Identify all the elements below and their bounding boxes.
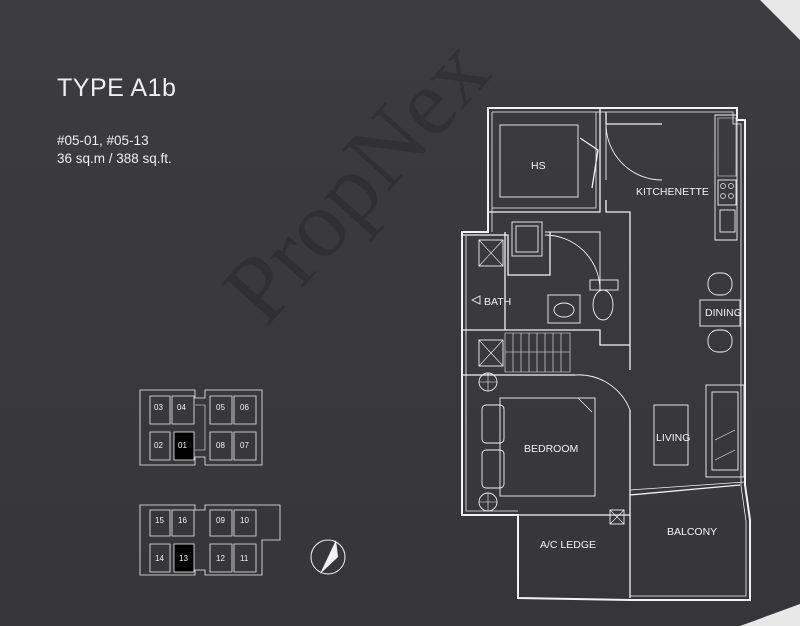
key-unit-09: 09 <box>216 516 225 525</box>
label-hs: HS <box>531 160 546 172</box>
key-unit-06: 06 <box>240 403 249 412</box>
label-bedroom: BEDROOM <box>524 443 578 455</box>
key-unit-15: 15 <box>155 516 164 525</box>
key-unit-10: 10 <box>240 516 249 525</box>
key-unit-05: 05 <box>216 403 225 412</box>
key-unit-01: 01 <box>178 441 187 450</box>
key-unit-03: 03 <box>154 403 163 412</box>
unit-numbers: #05-01, #05-13 <box>57 133 149 148</box>
key-unit-14: 14 <box>155 554 164 563</box>
unit-type-title: TYPE A1b <box>57 74 177 102</box>
label-living: LIVING <box>656 432 690 444</box>
key-unit-08: 08 <box>216 441 225 450</box>
key-unit-11: 11 <box>240 554 249 563</box>
key-unit-16: 16 <box>178 516 187 525</box>
plan-walls <box>461 107 751 601</box>
label-dining: DINING <box>705 307 742 319</box>
label-bath: BATH <box>484 296 511 308</box>
label-ac-ledge: A/C LEDGE <box>540 539 596 551</box>
label-balcony: BALCONY <box>667 526 717 538</box>
key-unit-13: 13 <box>179 554 188 563</box>
key-plan-lower-labels: 15 16 09 10 14 13 12 11 <box>155 516 249 563</box>
page-corner-bottom <box>740 604 800 626</box>
north-arrow-icon <box>310 539 346 575</box>
key-plan-upper <box>139 389 263 466</box>
room-labels: HS KITCHENETTE BATH DINING BEDROOM LIVIN… <box>484 160 742 551</box>
key-unit-07: 07 <box>240 441 249 450</box>
key-unit-04: 04 <box>177 403 186 412</box>
page-corner <box>760 0 800 40</box>
plan-furniture <box>470 124 745 525</box>
key-unit-12: 12 <box>216 554 225 563</box>
label-kitchenette: KITCHENETTE <box>636 186 709 198</box>
key-unit-02: 02 <box>154 441 163 450</box>
unit-area: 36 sq.m / 388 sq.ft. <box>57 151 172 166</box>
key-plan-lower <box>139 504 281 576</box>
key-plan-upper-labels: 03 04 05 06 02 01 08 07 <box>154 403 249 450</box>
